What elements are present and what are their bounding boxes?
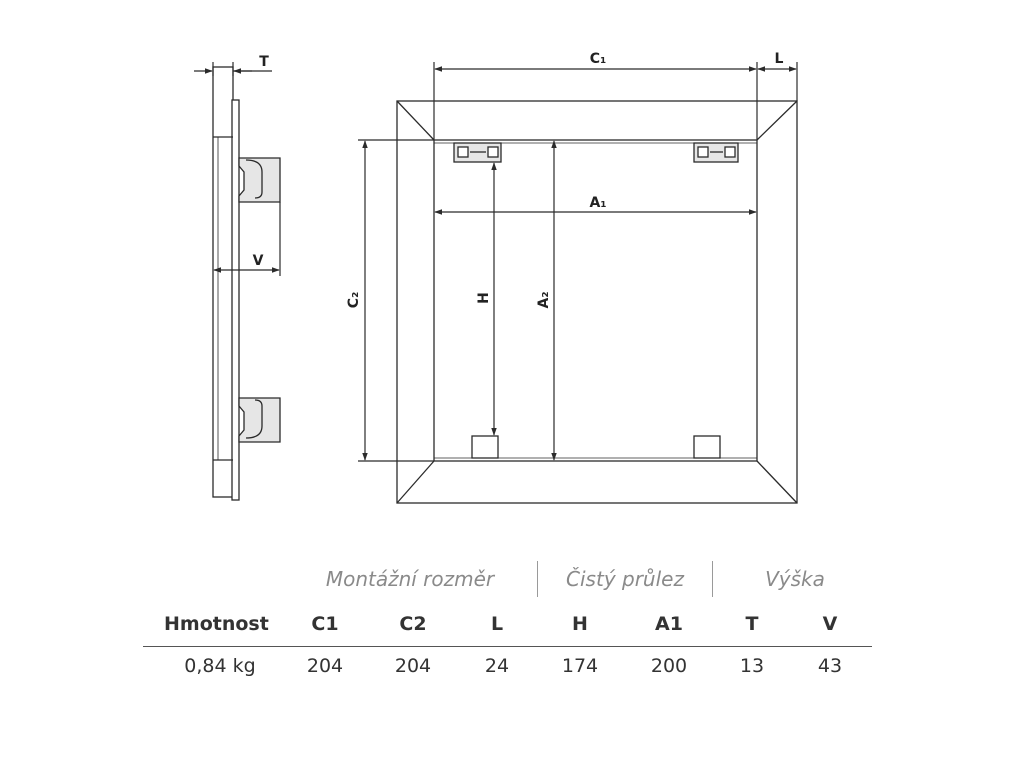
dim-c2 — [358, 139, 434, 462]
col-header-a1: A1 — [655, 613, 683, 635]
dim-a1-label: A₁ — [590, 195, 607, 211]
cell-h: 174 — [561, 655, 599, 677]
group-clear-opening: Čistý průlez — [566, 567, 684, 591]
front-latch-right — [693, 435, 721, 459]
group-separator — [537, 561, 538, 597]
front-hinge-left — [453, 142, 502, 163]
frame-inner — [433, 139, 758, 462]
dim-c1-label: C₁ — [590, 51, 606, 67]
dim-c2-label: C₂ — [346, 292, 362, 308]
dim-l — [757, 62, 798, 101]
cell-weight: 0,84 kg — [184, 655, 256, 677]
cell-c1: 204 — [306, 655, 344, 677]
group-separator — [712, 561, 713, 597]
col-header-t: T — [745, 613, 759, 635]
cell-a1: 200 — [650, 655, 688, 677]
side-hinge-bottom — [238, 397, 281, 443]
col-header-l: L — [490, 613, 504, 635]
dim-a2-label: A₂ — [536, 292, 552, 309]
side-board — [212, 66, 234, 498]
spec-table: Montážní rozměr Čistý průlez Výška Hmotn… — [0, 555, 1024, 755]
dim-t-label: T — [259, 54, 269, 70]
dim-t — [194, 62, 272, 76]
col-header-v: V — [822, 613, 838, 635]
col-header-h: H — [572, 613, 588, 635]
dim-v — [213, 202, 281, 276]
front-view — [396, 100, 798, 504]
dim-l-label: L — [775, 51, 784, 67]
dim-h-label: H — [476, 292, 492, 304]
technical-drawing: T V — [194, 51, 798, 504]
header-divider — [143, 646, 872, 647]
side-hinge-top — [238, 157, 281, 203]
front-hinge-right — [693, 142, 739, 163]
col-header-c2: C2 — [399, 613, 427, 635]
col-header-c1: C1 — [311, 613, 339, 635]
front-latch-left — [471, 435, 499, 459]
cell-c2: 204 — [394, 655, 432, 677]
group-mounting-size: Montážní rozměr — [325, 567, 495, 591]
group-height: Výška — [765, 567, 825, 591]
side-flange — [231, 99, 240, 501]
cell-v: 43 — [817, 655, 843, 677]
dim-c1 — [433, 62, 758, 140]
cell-l: 24 — [484, 655, 510, 677]
cell-t: 13 — [739, 655, 765, 677]
col-header-weight: Hmotnost — [164, 613, 269, 635]
side-view — [212, 66, 281, 501]
dim-v-label: V — [253, 253, 264, 269]
